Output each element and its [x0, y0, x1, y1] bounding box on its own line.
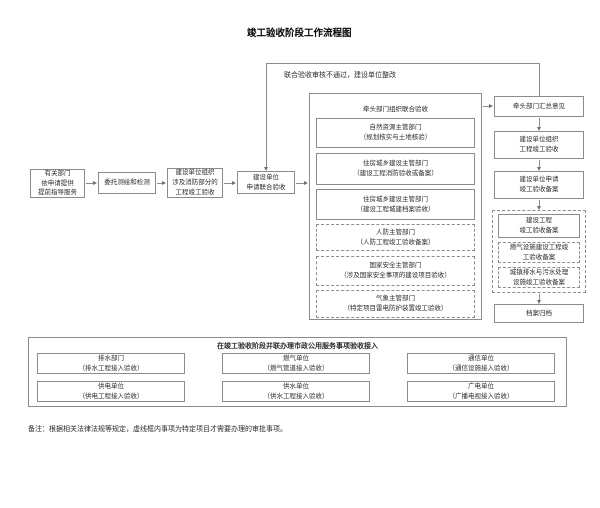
- service-box-gas: 燃气单位 （燃气管道接入验收）: [222, 353, 370, 374]
- service-detail: （燃气管道接入验收）: [263, 364, 329, 372]
- service-name: 燃气单位: [283, 354, 309, 362]
- dept-name: 气象主管部门: [376, 295, 415, 303]
- box-text-line: 提前指导服务: [38, 189, 77, 197]
- service-detail: （广播电视接入验收）: [448, 392, 514, 400]
- connector-line: [539, 160, 540, 168]
- box-text-line: 建设单位组织: [519, 136, 559, 144]
- parallel-services-title: 在竣工验收阶段并联办理市政公用服务事项验收接入: [217, 343, 378, 350]
- service-name: 供水单位: [283, 382, 309, 390]
- service-detail: （通信设施接入验收）: [448, 364, 514, 372]
- arrow-down-icon: [536, 127, 541, 131]
- service-detail: （供水工程接入验收）: [263, 392, 329, 400]
- box-text-line: 申请联合验收: [246, 183, 286, 191]
- feedback-label: 联合验收审核不通过，建设单位整改: [284, 72, 396, 79]
- arrow-down-icon: [536, 167, 541, 171]
- box-text-line: 涉及消防部分的: [172, 179, 218, 187]
- connector-line: [539, 294, 540, 301]
- box-text-line: 依申请提供: [41, 179, 74, 187]
- service-detail: （供电工程接入验收）: [78, 392, 144, 400]
- connector-line: [86, 183, 94, 184]
- flow-box-fire-acceptance: 建设单位组织 涉及消防部分的 工程竣工验收: [167, 168, 223, 198]
- service-name: 供电单位: [98, 382, 124, 390]
- dept-detail: （涉及国家安全事项的建设项目验收）: [340, 272, 451, 279]
- connector-line: [157, 183, 163, 184]
- dept-box-natural-resources: 自然资源主管部门 （规划核实与土地核验）: [316, 118, 475, 148]
- flow-box-archive: 档案归档: [494, 304, 584, 323]
- service-detail: （排水工程接入验收）: [78, 364, 144, 372]
- footnote: 备注：根据相关法律法规等规定，虚线框内事项为特定项目才需要办理的审批事项。: [28, 426, 287, 433]
- box-text-line: 工程竣工验收: [519, 146, 559, 153]
- flow-box-apply-filing: 建设单位申请 竣工验收备案: [494, 171, 584, 199]
- dept-name: 国家安全主管部门: [369, 262, 422, 270]
- connector-line: [224, 183, 233, 184]
- dept-name: 住房城乡建设主管部门: [363, 160, 428, 168]
- box-text-line: 工程竣工验收: [175, 188, 215, 196]
- flow-box-apply-joint-acceptance: 建设单位 申请联合验收: [237, 171, 295, 194]
- arrow-down-icon: [263, 167, 268, 171]
- flow-box-surveying-testing: 委托测绘和检测: [98, 172, 156, 194]
- box-text-line: 牵头部门汇总意见: [513, 102, 565, 110]
- dept-detail: （特定项目雷电防护装置竣工验收）: [343, 305, 448, 312]
- service-name: 排水部门: [98, 354, 124, 362]
- box-text-line: 设施竣工验收备案: [513, 278, 565, 286]
- service-box-broadcast: 广电单位 （广播电视接入验收）: [407, 381, 555, 402]
- dept-box-meteorological: 气象主管部门 （特定项目雷电防护装置竣工验收）: [316, 290, 475, 318]
- service-box-telecom: 通信单位 （通信设施接入验收）: [407, 353, 555, 374]
- box-text-line: 建设单位组织: [175, 169, 215, 177]
- box-text-line: 建设工程: [526, 217, 552, 225]
- dept-detail: （人防工程竣工验收备案）: [356, 238, 435, 246]
- feedback-line: [539, 63, 540, 96]
- arrow-right-icon: [304, 180, 308, 185]
- filing-box-main: 建设工程 竣工验收备案: [498, 214, 580, 238]
- connector-line: [483, 106, 490, 107]
- dept-detail: （建设工程城建档案验收）: [356, 205, 435, 213]
- box-text-line: 竣工验收备案: [519, 186, 559, 193]
- arrow-right-icon: [162, 180, 166, 185]
- connector-line: [539, 118, 540, 128]
- arrow-right-icon: [489, 103, 493, 108]
- arrow-right-icon: [93, 180, 97, 185]
- box-text-line: 建设单位: [253, 173, 279, 181]
- dept-box-civil-defense: 人防主管部门 （人防工程竣工验收备案）: [316, 224, 475, 251]
- arrow-down-icon: [536, 300, 541, 304]
- filing-box-gas: 燃气设施建设工程竣 工验收备案: [498, 242, 580, 263]
- flow-box-lead-dept-summary: 牵头部门汇总意见: [494, 96, 584, 117]
- box-text-line: 燃气设施建设工程竣: [509, 243, 569, 251]
- arrow-down-icon: [536, 206, 541, 210]
- connector-line: [539, 200, 540, 207]
- box-text-line: 城镇排水与污水处理: [509, 268, 569, 276]
- box-text-line: 有关部门: [44, 169, 71, 177]
- flow-box-guidance-service: 有关部门 依申请提供 提前指导服务: [30, 169, 85, 198]
- dept-name: 人防主管部门: [376, 228, 415, 236]
- flow-box-org-completion-acceptance: 建设单位组织 工程竣工验收: [494, 131, 584, 159]
- service-box-power: 供电单位 （供电工程接入验收）: [37, 381, 185, 402]
- dept-box-housing-fire: 住房城乡建设主管部门 （建设工程消防验收或备案）: [316, 153, 475, 185]
- dept-box-national-security: 国家安全主管部门 （涉及国家安全事项的建设项目验收）: [316, 256, 475, 286]
- service-name: 通信单位: [468, 354, 494, 362]
- service-box-drainage: 排水部门 （排水工程接入验收）: [37, 353, 185, 374]
- dept-name: 自然资源主管部门: [369, 124, 422, 132]
- box-text-line: 档案归档: [526, 309, 552, 317]
- dept-detail: （建设工程消防验收或备案）: [353, 170, 438, 177]
- dept-detail: （规划核实与土地核验）: [359, 134, 432, 141]
- box-text-line: 建设单位申请: [519, 176, 559, 184]
- dept-name: 住房城乡建设主管部门: [363, 195, 428, 203]
- connector-line: [296, 183, 305, 184]
- feedback-line: [266, 63, 267, 167]
- box-text-line: 委托测绘和检测: [104, 179, 150, 187]
- feedback-line: [266, 63, 540, 64]
- box-text-line: 工验收备案: [522, 253, 556, 261]
- arrow-right-icon: [232, 180, 236, 185]
- joint-acceptance-title: 牵头部门组织联合验收: [363, 106, 428, 113]
- service-name: 广电单位: [468, 382, 494, 390]
- page-title: 竣工验收阶段工作流程图: [247, 28, 352, 39]
- filing-box-drainage: 城镇排水与污水处理 设施竣工验收备案: [498, 267, 580, 288]
- box-text-line: 竣工验收备案: [519, 227, 559, 234]
- dept-box-housing-archives: 住房城乡建设主管部门 （建设工程城建档案验收）: [316, 189, 475, 220]
- service-box-water: 供水单位 （供水工程接入验收）: [222, 381, 370, 402]
